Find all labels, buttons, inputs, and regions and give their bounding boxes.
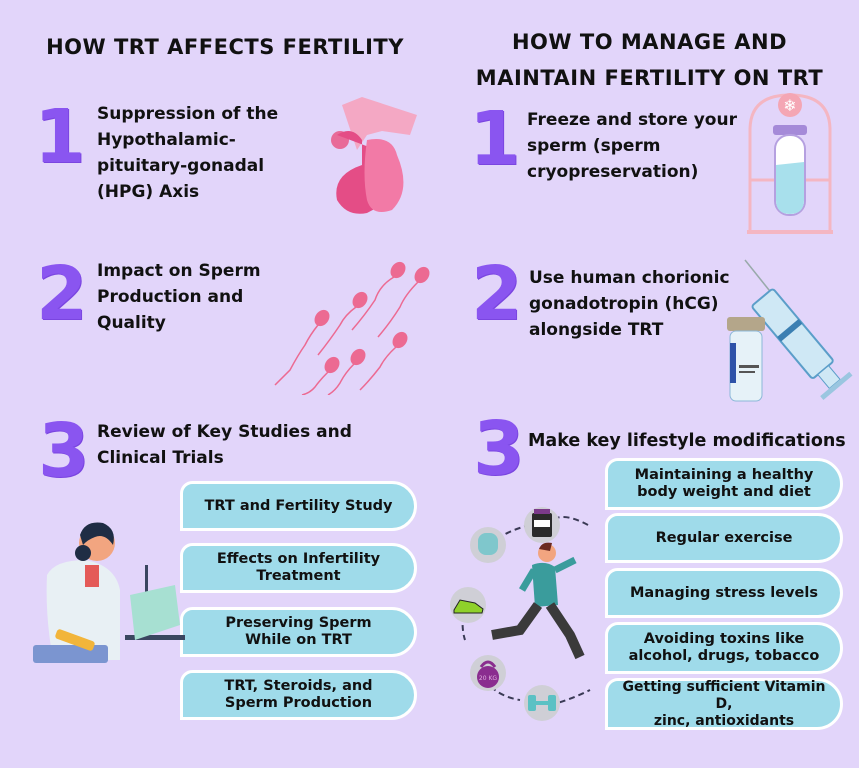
kettlebell-icon: 20 KG xyxy=(470,655,506,691)
line: sperm (sperm xyxy=(527,136,661,156)
left-item-3-text: Review of Key Studies and Clinical Trial… xyxy=(97,419,397,471)
boxing-glove-icon xyxy=(470,527,506,563)
number-1-badge: 1 xyxy=(34,94,86,180)
syringe-vial-icon xyxy=(727,259,853,402)
line: alcohol, drugs, tobacco xyxy=(628,648,820,664)
line: Impact on Sperm xyxy=(97,261,261,281)
line: alongside TRT xyxy=(529,320,664,340)
line: Production and xyxy=(97,287,244,307)
line: pituitary-gonadal xyxy=(97,156,265,176)
line: TRT, Steroids, and xyxy=(224,678,373,694)
scientist-illustration xyxy=(33,522,185,663)
line: (HPG) Axis xyxy=(97,182,200,202)
runner-figure xyxy=(491,542,585,660)
line: gonadotropin (hCG) xyxy=(529,294,719,314)
pill-label: TRT and Fertility Study xyxy=(204,497,393,514)
line: Effects on Infertility xyxy=(216,551,381,567)
line: While on TRT xyxy=(245,632,352,648)
number-2-badge: 2 xyxy=(36,251,88,337)
line: Use human chorionic xyxy=(529,268,730,288)
pill-label: Getting sufficient Vitamin D,zinc, antio… xyxy=(620,679,828,730)
line: Treatment xyxy=(256,568,341,584)
pill-label: Regular exercise xyxy=(655,529,793,546)
number-2-badge: 2 xyxy=(471,251,523,337)
line: MAINTAIN FERTILITY ON TRT xyxy=(475,66,824,90)
testicle-anatomy-icon xyxy=(331,97,417,214)
runner-illustration: 20 KG xyxy=(450,507,591,721)
right-section-title: HOW TO MANAGE AND MAINTAIN FERTILITY ON … xyxy=(440,24,859,96)
line: Clinical Trials xyxy=(97,448,224,468)
lifestyle-pill-3: Managing stress levels xyxy=(605,568,843,618)
line: Sperm Production xyxy=(224,695,373,711)
line: body weight and diet xyxy=(637,484,811,500)
line: Suppression of the xyxy=(97,104,279,124)
lifestyle-pill-2: Regular exercise xyxy=(605,513,843,563)
line: Review of Key Studies and xyxy=(97,422,352,442)
svg-text:❄: ❄ xyxy=(783,96,796,115)
right-item-1-text: Freeze and store your sperm (sperm cryop… xyxy=(527,107,747,185)
line: Hypothalamic- xyxy=(97,130,236,150)
cryo-test-tube-icon: ❄ xyxy=(747,93,833,234)
line: Avoiding toxins like xyxy=(643,631,805,647)
left-item-2-text: Impact on Sperm Production and Quality xyxy=(97,258,317,336)
dumbbell-icon xyxy=(524,685,560,721)
study-pill-1: TRT and Fertility Study xyxy=(180,481,417,531)
line: Freeze and store your xyxy=(527,110,737,130)
pill-label: Managing stress levels xyxy=(630,584,818,601)
number-3-badge: 3 xyxy=(38,408,90,494)
line: Quality xyxy=(97,313,166,333)
left-section-title: HOW TRT AFFECTS FERTILITY xyxy=(46,35,404,59)
line: HOW TO MANAGE AND xyxy=(511,30,788,54)
kettlebell-label: 20 KG xyxy=(479,675,497,682)
lifestyle-pill-5: Getting sufficient Vitamin D,zinc, antio… xyxy=(605,678,843,730)
sperm-cells-icon xyxy=(274,261,430,395)
line: cryopreservation) xyxy=(527,162,699,182)
number-3-badge: 3 xyxy=(473,406,525,492)
supplement-jar-icon xyxy=(524,507,560,543)
right-item-2-text: Use human chorionic gonadotropin (hCG) a… xyxy=(529,265,749,343)
sneaker-icon xyxy=(450,587,486,623)
line: Preserving Sperm xyxy=(225,615,372,631)
line: Maintaining a healthy xyxy=(634,467,814,483)
left-item-1-text: Suppression of the Hypothalamic- pituita… xyxy=(97,101,327,205)
number-1-badge: 1 xyxy=(469,96,521,182)
line: Getting sufficient Vitamin D, xyxy=(622,678,826,712)
right-item-3-text: Make key lifestyle modifications xyxy=(528,431,846,451)
line: zinc, antioxidants xyxy=(653,712,795,729)
